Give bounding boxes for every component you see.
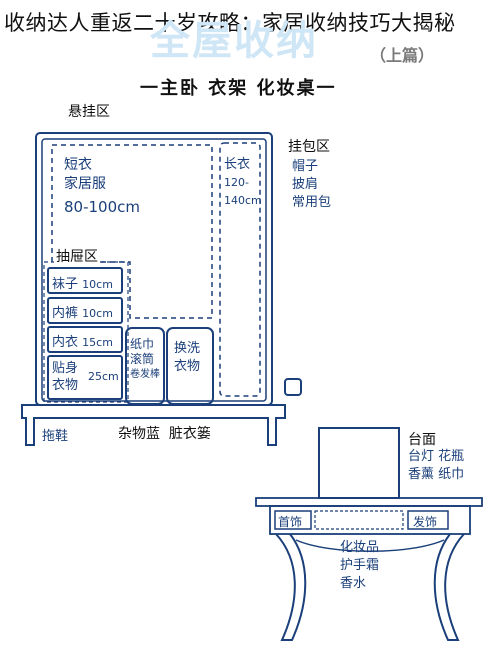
dresser-top-line1: 台灯 花瓶 bbox=[408, 449, 465, 464]
dresser-hand-cream: 护手霜 bbox=[340, 558, 380, 573]
drawer-socks-name: 袜子 bbox=[52, 277, 79, 292]
hair-accessory-drawer-label: 发饰 bbox=[413, 515, 438, 529]
short-clothes-line2: 家居服 bbox=[64, 176, 106, 192]
tissue-line3: 卷发棒 bbox=[130, 369, 160, 380]
drawer-bra-name: 内衣 bbox=[52, 335, 79, 350]
long-clothes-label: 长衣 120- 140cm bbox=[224, 156, 262, 210]
tissue-line1: 纸巾 bbox=[130, 337, 155, 351]
bag-item-bag: 常用包 bbox=[292, 195, 332, 210]
part-label: （上篇） bbox=[370, 46, 435, 65]
short-clothes-label: 短衣 家居服 80-100cm bbox=[64, 156, 140, 217]
long-clothes-line1: 长衣 bbox=[224, 157, 251, 172]
bag-item-hat: 帽子 bbox=[292, 159, 319, 174]
page-title: 收纳达人重返二十岁攻略：家居收纳技巧大揭秘 bbox=[4, 11, 456, 35]
dresser-middle-items: 化妆品 护手霜 香水 bbox=[340, 539, 379, 593]
bag-area-items: 帽子 披肩 常用包 bbox=[292, 158, 331, 212]
drawer-area-label: 抽屉区 bbox=[54, 246, 100, 266]
bag-area-title: 挂包区 bbox=[288, 139, 330, 155]
change-line2: 衣物 bbox=[174, 359, 201, 374]
change-line1: 换洗 bbox=[174, 341, 201, 356]
long-clothes-line2: 120- bbox=[224, 176, 249, 189]
baskets-label: 杂物蓝 脏衣篓 bbox=[118, 426, 211, 442]
tissue-box-label: 纸巾 滚筒 卷发棒 bbox=[130, 337, 160, 382]
dresser-top-title: 台面 bbox=[408, 432, 436, 448]
wardrobe-base bbox=[21, 404, 286, 446]
dresser-cosmetics: 化妆品 bbox=[340, 540, 380, 555]
drawer-underwear-name: 内裤 bbox=[52, 306, 79, 321]
bag-item-shawl: 披肩 bbox=[292, 177, 319, 192]
hanging-area-label: 悬挂区 bbox=[68, 104, 110, 120]
short-clothes-size: 80-100cm bbox=[64, 198, 140, 216]
change-clothes-label: 换洗 衣物 bbox=[174, 340, 200, 376]
slippers-label: 拖鞋 bbox=[42, 429, 69, 444]
drawer-bra: 内衣 15cm bbox=[52, 331, 113, 350]
drawer-intimates-name: 贴身 衣物 bbox=[52, 361, 79, 393]
dresser-top-line2: 香薰 纸巾 bbox=[408, 467, 465, 482]
drawer-socks-size: 10cm bbox=[82, 278, 113, 291]
watermark-text: 全屋收纳 bbox=[150, 18, 318, 64]
long-clothes-line3: 140cm bbox=[224, 194, 262, 207]
tissue-line2: 滚筒 bbox=[130, 352, 155, 366]
dresser-top-items: 台灯 花瓶 香薰 纸巾 bbox=[408, 448, 464, 484]
drawer-bra-size: 15cm bbox=[82, 336, 113, 349]
short-clothes-line1: 短衣 bbox=[64, 157, 92, 173]
drawer-underwear-size: 10cm bbox=[82, 307, 113, 320]
drawer-intimates-size: 25cm bbox=[88, 370, 119, 383]
drawer-underwear: 内裤 10cm bbox=[52, 302, 113, 321]
jewelry-drawer-label: 首饰 bbox=[278, 515, 303, 529]
diagram-subtitle: 一主卧 衣架 化妆桌一 bbox=[140, 78, 337, 99]
dresser-perfume: 香水 bbox=[340, 576, 367, 591]
drawer-socks: 袜子 10cm bbox=[52, 273, 113, 292]
